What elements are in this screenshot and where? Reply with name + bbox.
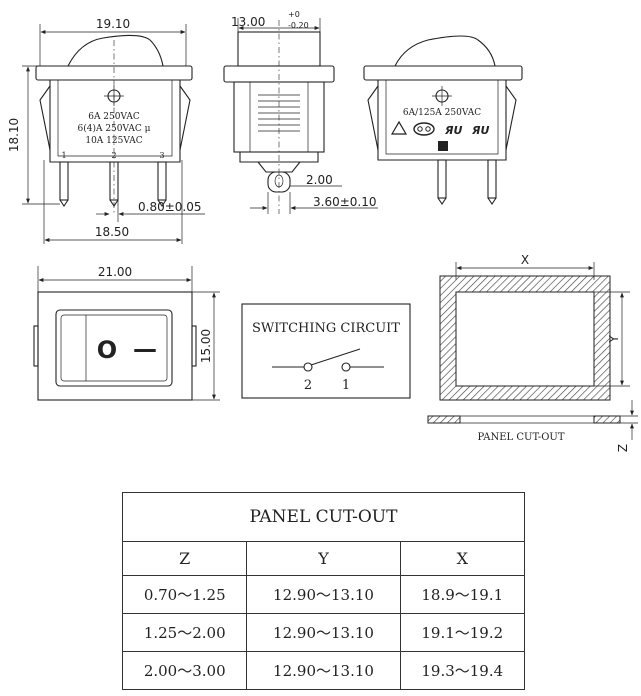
- switching-circuit-title: SWITCHING CIRCUIT: [252, 321, 400, 336]
- dim-terminal-gap: 2.00: [306, 173, 333, 187]
- front-rating-line-3: 10A 125VAC: [85, 136, 142, 146]
- circuit-pin-2: 2: [304, 378, 312, 393]
- back-view: 6A/125A 250VAC ЯU ЯU: [363, 35, 523, 205]
- circuit-pin-1: 1: [342, 378, 350, 393]
- table-header-y: Y: [246, 541, 401, 576]
- dim-terminal-width: 3.60±0.10: [313, 195, 377, 209]
- panel-cutout-caption: PANEL CUT-OUT: [477, 432, 564, 443]
- table-cell-x: 19.1～19.2: [399, 613, 526, 652]
- terminal-number-3: 3: [159, 151, 164, 160]
- table-cell-z: 0.70～1.25: [121, 575, 248, 614]
- front-view: 6A 250VAC 6(4)A 250VAC μ 10A 125VAC 1 2 …: [7, 17, 205, 244]
- dim-side-tol-lower: -0.20: [288, 21, 309, 30]
- dim-side-width: 13.00: [231, 15, 265, 29]
- symbol-off: —: [133, 335, 157, 363]
- front-rating-line-1: 6A 250VAC: [88, 112, 140, 122]
- panel-z-label: Z: [616, 444, 630, 452]
- table-row: 0.70～1.25 12.90～13.10 18.9～19.1: [121, 575, 526, 614]
- table-cell-y: 12.90～13.10: [246, 651, 401, 690]
- dim-top-width: 19.10: [96, 17, 130, 31]
- switching-circuit: SWITCHING CIRCUIT 2 1: [241, 303, 411, 399]
- dim-side-tol-upper: +0: [288, 10, 300, 19]
- symbol-on: O: [97, 336, 117, 364]
- table-cell-z: 2.00～3.00: [121, 651, 248, 690]
- table-row: 2.00～3.00 12.90～13.10 19.3～19.4: [121, 651, 526, 690]
- terminal-number-2: 2: [111, 151, 116, 160]
- certification-marks-icon: ЯU ЯU: [390, 120, 489, 151]
- side-view: 13.00 +0 -0.20 2.00 3.60±0.10: [223, 10, 378, 214]
- dim-base-width: 18.50: [95, 225, 129, 239]
- table-cell-y: 12.90～13.10: [246, 613, 401, 652]
- front-rating-line-2: 6(4)A 250VAC μ: [78, 123, 151, 134]
- panel-cutout-diagram: X Y Z PANEL CUT-OUT: [427, 253, 638, 452]
- table-header-z: Z: [121, 541, 248, 576]
- table-header-x: X: [399, 541, 526, 576]
- dim-terminal-thickness: 0.80±0.05: [138, 200, 202, 214]
- dim-front-width: 21.00: [98, 265, 132, 279]
- panel-x-label: X: [521, 253, 529, 267]
- table-row: 1.25～2.00 12.90～13.10 19.1～19.2: [121, 613, 526, 652]
- svg-text:ЯU: ЯU: [444, 124, 462, 137]
- terminal-number-1: 1: [61, 151, 66, 160]
- dim-front-height: 15.00: [199, 329, 213, 363]
- side-ribs: [258, 94, 300, 132]
- table-cell-x: 18.9～19.1: [399, 575, 526, 614]
- top-view: 21.00 O — 15.00: [33, 265, 220, 401]
- panel-cutout-table: PANEL CUT-OUT Z Y X 0.70～1.25 12.90～13.1…: [121, 492, 526, 690]
- dim-height: 18.10: [7, 118, 21, 152]
- table-cell-x: 19.3～19.4: [399, 651, 526, 690]
- table-cell-y: 12.90～13.10: [246, 575, 401, 614]
- back-rating: 6A/125A 250VAC: [403, 108, 481, 118]
- svg-text:ЯU: ЯU: [471, 124, 489, 137]
- table-title: PANEL CUT-OUT: [122, 492, 525, 542]
- table-cell-z: 1.25～2.00: [121, 613, 248, 652]
- panel-y-label: Y: [607, 335, 621, 344]
